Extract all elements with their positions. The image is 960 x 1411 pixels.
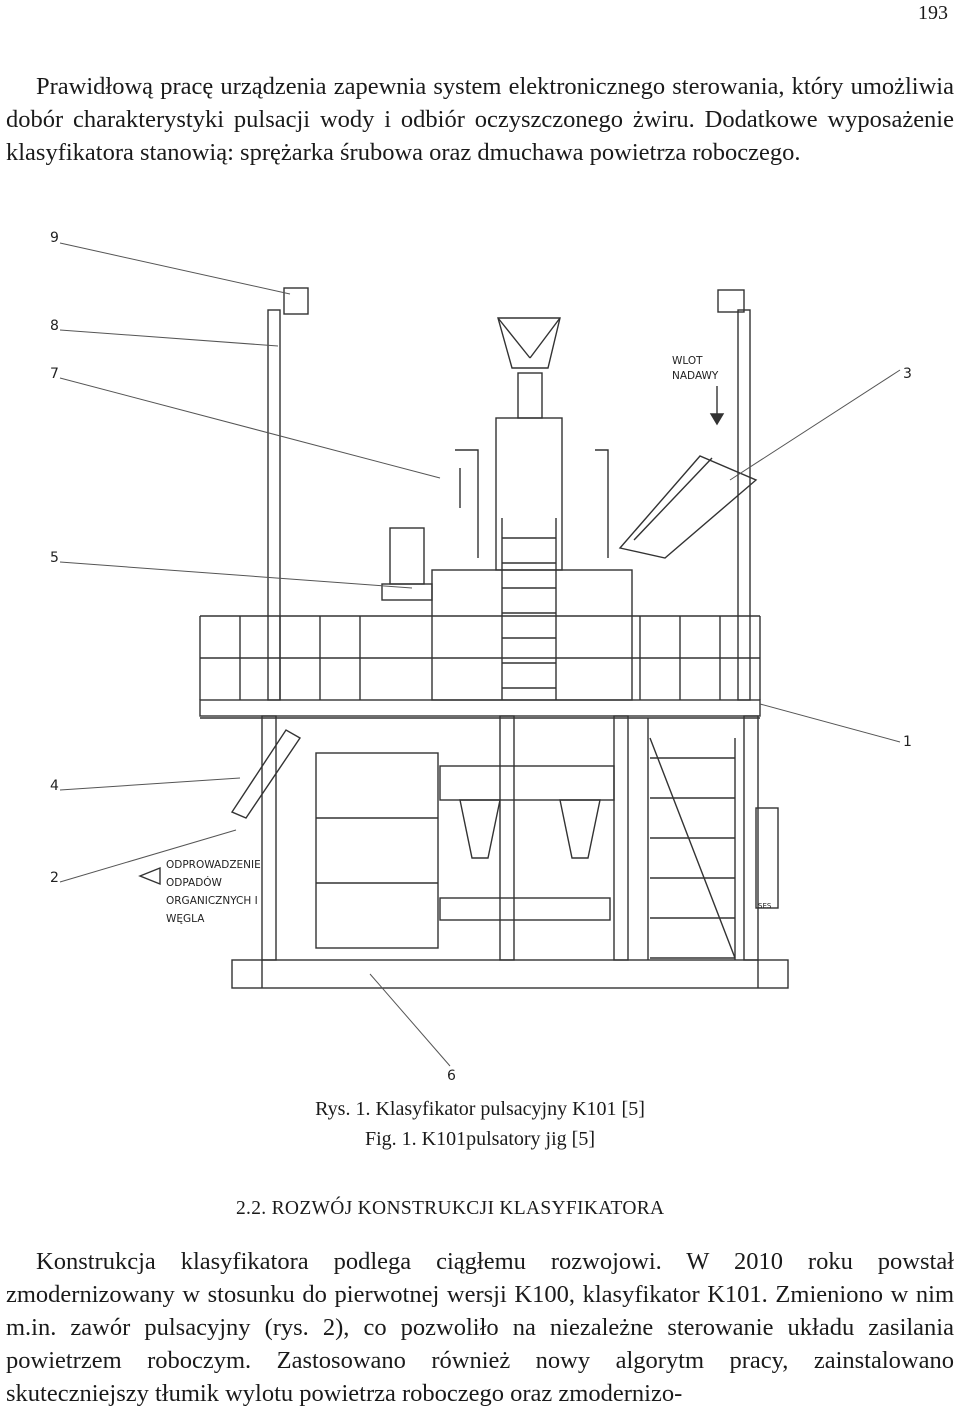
discharge-chute xyxy=(230,729,302,819)
callout-9: 9 xyxy=(50,230,59,246)
callout-7: 7 xyxy=(50,366,59,382)
cone-left xyxy=(459,799,501,859)
platform-deck xyxy=(199,699,761,717)
callout-leaders xyxy=(59,242,901,1067)
figure-caption-en: Fig. 1. K101pulsatory jig [5] xyxy=(365,1128,595,1150)
right-mast xyxy=(737,309,751,701)
motor xyxy=(389,527,425,585)
intro-paragraph: Prawidłową pracę urządzenia zapewnia sys… xyxy=(6,70,954,169)
body-paragraph: Konstrukcja klasyfikatora podlega ciągłe… xyxy=(6,1245,954,1410)
body-paragraph-text: Konstrukcja klasyfikatora podlega ciągłe… xyxy=(6,1248,954,1407)
section-heading: 2.2. ROZWÓJ KONSTRUKCJI KLASYFIKATORA xyxy=(236,1198,665,1219)
page-number: 193 xyxy=(918,2,948,24)
figure-jig-drawing: 9 8 7 5 4 2 3 1 6 WLOT NADAWY ODPROWADZE… xyxy=(0,218,960,1090)
discharge-label-line2: ODPADÓW xyxy=(166,876,223,889)
cone-right xyxy=(559,799,601,859)
base-frame xyxy=(231,959,789,989)
inlet-label-line2: NADAWY xyxy=(672,370,719,382)
discharge-label-line3: ORGANICZNYCH I xyxy=(166,895,258,907)
callout-5: 5 xyxy=(50,550,59,566)
inlet-label-line1: WLOT xyxy=(672,355,703,367)
lower-tank xyxy=(315,752,439,949)
callout-3: 3 xyxy=(903,366,912,382)
discharge-label-line1: ODPROWADZENIE xyxy=(166,859,261,871)
callout-6: 6 xyxy=(447,1068,456,1084)
callout-8: 8 xyxy=(50,318,59,334)
callout-4: 4 xyxy=(50,778,59,794)
stamp-label: SES xyxy=(758,902,772,910)
callout-2: 2 xyxy=(50,870,59,886)
jig-technical-drawing: 9 8 7 5 4 2 3 1 6 WLOT NADAWY ODPROWADZE… xyxy=(50,230,912,1084)
figure-caption-pl: Rys. 1. Klasyfikator pulsacyjny K101 [5] xyxy=(315,1098,645,1120)
callout-1: 1 xyxy=(903,734,912,750)
main-housing xyxy=(431,569,633,701)
discharge-screw xyxy=(439,897,611,921)
intro-paragraph-text: Prawidłową pracę urządzenia zapewnia sys… xyxy=(6,73,954,166)
discharge-label-line4: WĘGLA xyxy=(166,913,205,925)
inlet-chute xyxy=(618,455,758,559)
feed-hopper xyxy=(497,317,561,369)
left-mast xyxy=(267,309,281,701)
